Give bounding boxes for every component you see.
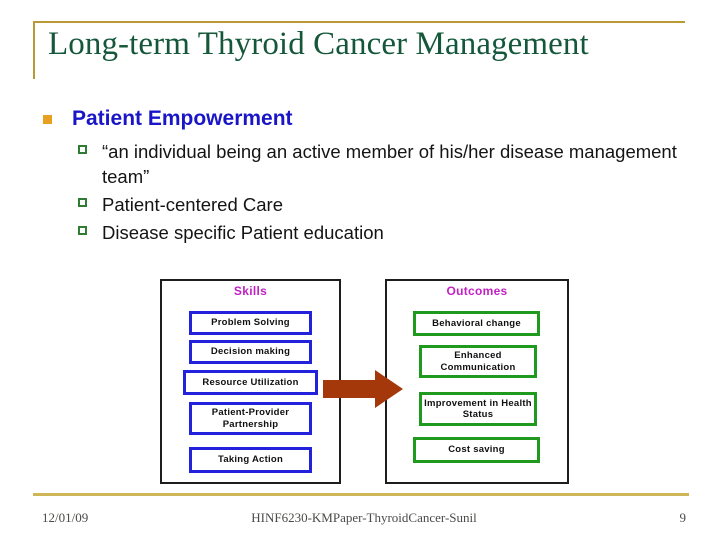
skills-panel-heading: Skills [233, 284, 268, 298]
bullet-text: “an individual being an active member of… [102, 141, 677, 187]
title-top-rule [33, 21, 685, 23]
bullet-item-level2: Patient-centered Care [30, 192, 700, 217]
outcomes-panel-heading: Outcomes [446, 284, 508, 298]
outcome-node-cost-saving: Cost saving [413, 437, 540, 463]
bullet-list: Patient Empowerment “an individual being… [30, 106, 700, 248]
skill-node-patient-provider-partnership: Patient-Provider Partnership [189, 402, 312, 435]
bullet-text: Disease specific Patient education [102, 222, 384, 243]
outcome-node-enhanced-communication: Enhanced Communication [419, 345, 537, 378]
footer-page-number: 9 [679, 510, 687, 525]
bullet-text: Patient-centered Care [102, 194, 283, 215]
filled-square-bullet-icon [43, 115, 52, 124]
bullet-item-level2: Disease specific Patient education [30, 220, 700, 245]
bullet-text: Patient Empowerment [72, 107, 293, 130]
bullet-item-level1: Patient Empowerment [30, 106, 700, 132]
hollow-square-bullet-icon [78, 226, 87, 235]
title-left-rule [33, 21, 35, 79]
outcome-node-behavioral-change: Behavioral change [413, 311, 540, 336]
skill-node-taking-action: Taking Action [189, 447, 312, 473]
footer-rule [33, 493, 689, 496]
footer-date: 12/01/09 [42, 510, 89, 525]
hollow-square-bullet-icon [78, 198, 87, 207]
slide-title: Long-term Thyroid Cancer Management [48, 26, 589, 62]
bullet-item-level2: “an individual being an active member of… [30, 139, 700, 189]
skill-node-decision-making: Decision making [189, 340, 312, 364]
hollow-square-bullet-icon [78, 145, 87, 154]
skill-node-resource-utilization: Resource Utilization [183, 370, 318, 395]
outcome-node-improvement-health-status: Improvement in Health Status [419, 392, 537, 426]
skill-node-problem-solving: Problem Solving [189, 311, 312, 335]
footer-title: HINF6230-KMPaper-ThyroidCancer-Sunil [251, 510, 477, 525]
rightward-arrow-icon [323, 370, 403, 408]
slide-footer: 12/01/09 HINF6230-KMPaper-ThyroidCancer-… [0, 508, 728, 536]
